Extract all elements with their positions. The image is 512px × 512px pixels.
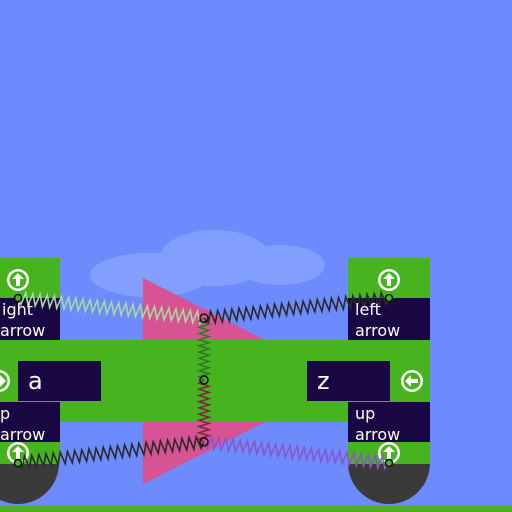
left-wheel (0, 463, 59, 504)
joint (199, 375, 209, 385)
spring-vertical-top (196, 317, 212, 381)
left-arrow-icon (401, 370, 423, 392)
right-arrow-icon (0, 370, 10, 392)
right-top-label-bg (348, 298, 430, 340)
left-bottom-label-line2: arrow (0, 425, 46, 444)
upper-triangle (143, 278, 265, 340)
springs (17, 290, 390, 471)
up-arrow-icon (7, 269, 29, 291)
spring-upper-left (17, 290, 205, 326)
joint (384, 293, 394, 303)
left-top-label-line2: arrow (0, 321, 46, 340)
left-top-label-line1: ight (2, 300, 34, 319)
joint (199, 437, 209, 447)
key-label-a: a (18, 361, 101, 401)
spring-upper-right (203, 290, 390, 326)
right-top-label-line2: arrow (355, 321, 401, 340)
joints (13, 293, 394, 468)
lower-triangle (143, 422, 265, 484)
right-bottom-label-line1: up (355, 404, 376, 423)
right-bottom-label-bg (348, 402, 430, 442)
key-label-z: z (307, 361, 390, 401)
up-arrow-icon (378, 269, 400, 291)
right-top-label-line1: left (355, 300, 381, 319)
left-bottom-label-bg (0, 402, 60, 442)
left-bottom-label-line1: p (0, 404, 11, 423)
spring-lower-right (203, 433, 390, 471)
joint (13, 458, 23, 468)
joint (384, 458, 394, 468)
spring-lower-left (17, 434, 205, 471)
cloud (90, 230, 325, 297)
ground (0, 506, 512, 512)
spring-vertical-bottom (196, 379, 212, 443)
right-wheel (348, 463, 430, 504)
joint (199, 313, 209, 323)
joint (13, 293, 23, 303)
right-bottom-label-line2: arrow (355, 425, 401, 444)
